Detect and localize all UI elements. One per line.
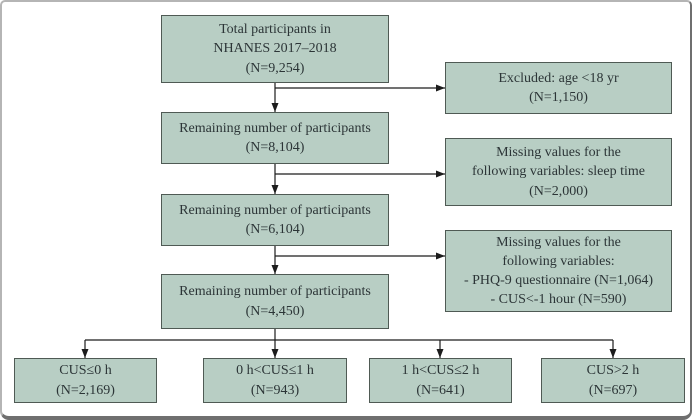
box-remaining-4450: Remaining number of participants (N=4,45… — [161, 274, 389, 329]
box-text-line: - PHQ-9 questionnaire (N=1,064) — [463, 273, 654, 288]
box-text-line: Total participants in — [219, 22, 331, 38]
box-text-line: Excluded: age <18 yr — [498, 70, 619, 86]
box-text-line: (N=1,150) — [529, 90, 588, 105]
box-text-line: following variables: sleep time — [471, 164, 645, 180]
box-text-line: - CUS<-1 hour (N=590) — [490, 292, 627, 308]
box-text-line: CUS≤0 h — [59, 363, 112, 379]
box-text-line: (N=697) — [588, 382, 638, 398]
box-text-line: (N=943) — [250, 382, 300, 398]
box-text-line: (N=8,104) — [245, 140, 305, 155]
box-cus-gt-2h: CUS>2 h (N=697) — [541, 358, 685, 403]
box-cus-0-1h: 0 h<CUS≤1 h (N=943) — [203, 358, 347, 403]
box-text-line: (N=2,169) — [56, 382, 115, 398]
box-text-line: Missing values for the — [496, 145, 621, 161]
box-text-line: Remaining number of participants — [179, 202, 371, 218]
box-text-line: Missing values for the — [496, 234, 621, 250]
box-text-line: (N=4,450) — [245, 303, 305, 319]
box-total-participants: Total participants in NHANES 2017–2018 (… — [161, 15, 389, 83]
box-cus-1-2h: 1 h<CUS≤2 h (N=641) — [369, 358, 512, 403]
box-text-line: Remaining number of participants — [179, 120, 371, 136]
box-remaining-6104: Remaining number of participants (N=6,10… — [161, 194, 389, 246]
box-text-line: (N=6,104) — [245, 222, 305, 237]
box-text-line: NHANES 2017–2018 — [213, 41, 337, 57]
box-text-line: (N=2,000) — [529, 183, 588, 199]
box-text-line: 1 h<CUS≤2 h — [401, 363, 480, 379]
box-excluded-age: Excluded: age <18 yr (N=1,150) — [445, 62, 672, 114]
box-missing-phq9-cus: Missing values for the following variabl… — [445, 230, 672, 312]
box-cus-le-0h: CUS≤0 h (N=2,169) — [14, 358, 157, 403]
box-remaining-8104: Remaining number of participants (N=8,10… — [161, 112, 389, 164]
box-text-line: CUS>2 h — [586, 363, 640, 379]
box-text-line: (N=641) — [416, 382, 465, 398]
box-text-line: Remaining number of participants — [179, 284, 371, 300]
box-text-line: 0 h<CUS≤1 h — [236, 363, 314, 379]
box-text-line: (N=9,254) — [245, 60, 305, 76]
box-missing-sleep-time: Missing values for the following variabl… — [445, 138, 672, 206]
box-text-line: following variables: — [502, 253, 615, 269]
